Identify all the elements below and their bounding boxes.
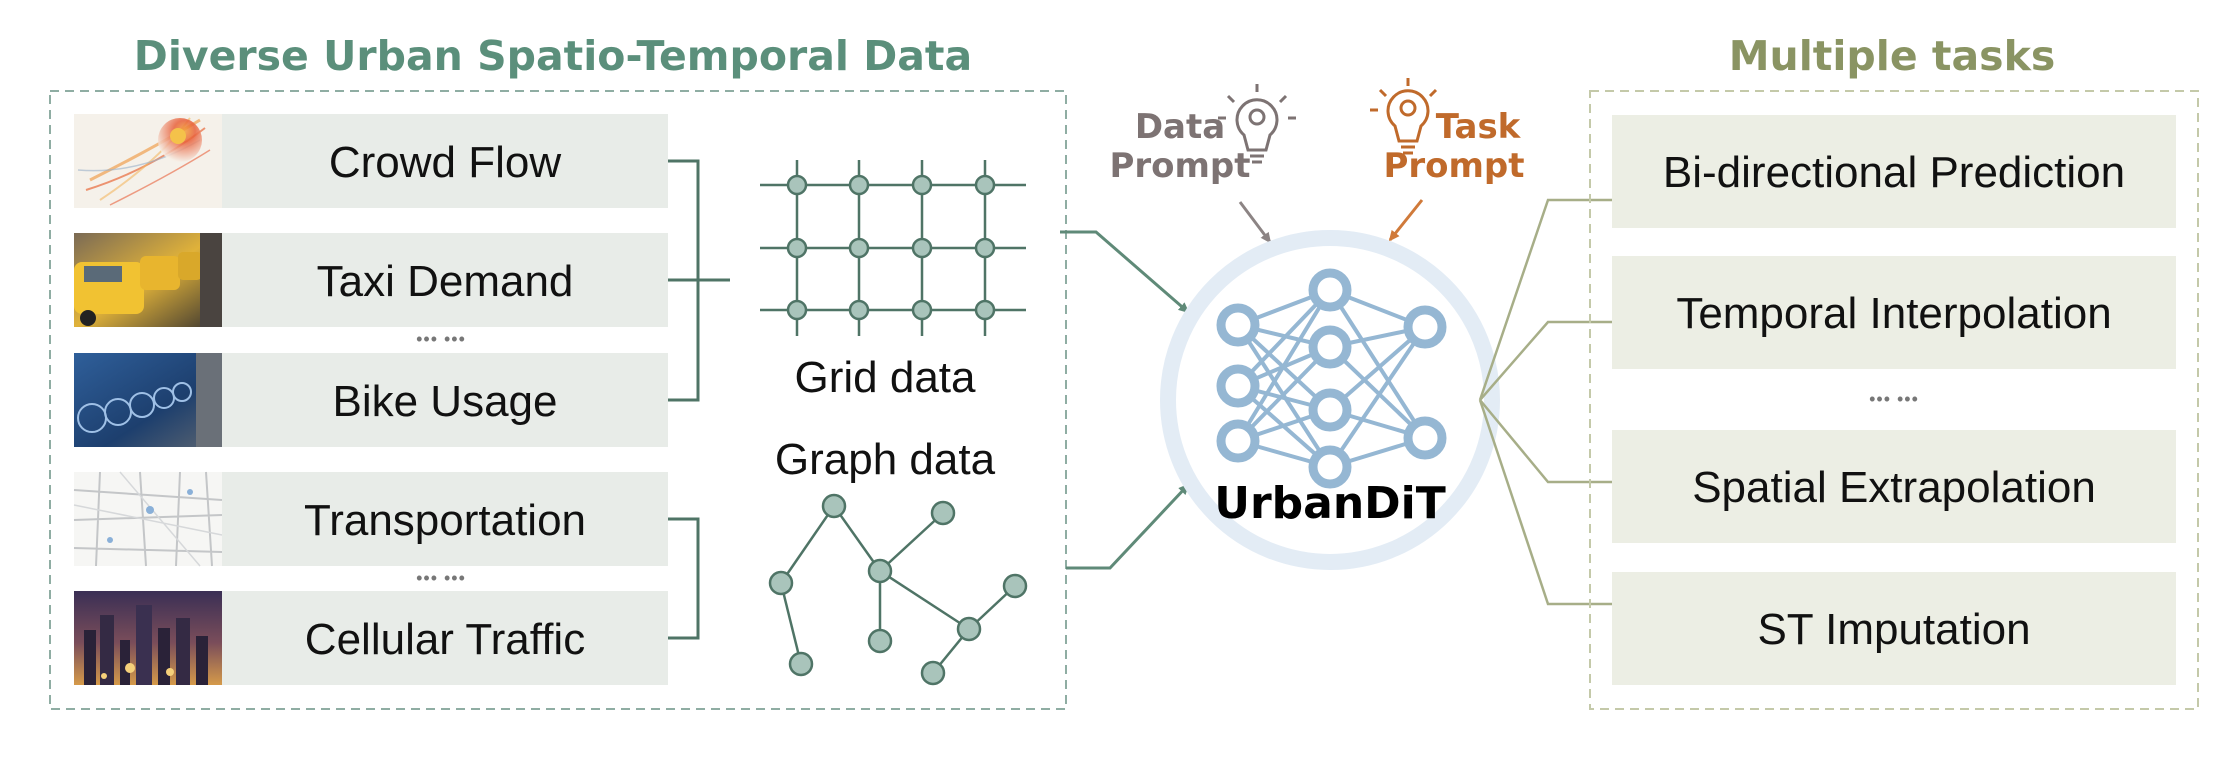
- task-label: ST Imputation: [1757, 605, 2030, 654]
- bike-usage-thumbnail: [74, 353, 222, 447]
- source-box: [222, 591, 668, 685]
- source-label: Bike Usage: [332, 377, 557, 426]
- task-list: Bi-directional Prediction Temporal Inter…: [1612, 115, 2176, 685]
- source-list: Crowd Flow Taxi Demand ••• ••• Bike Usag…: [222, 114, 668, 685]
- source-label: Cellular Traffic: [305, 615, 585, 664]
- cellular-traffic-thumbnail: [74, 591, 222, 685]
- left-panel-title: Diverse Urban Spatio-Temporal Data: [134, 32, 972, 80]
- grid-to-model-arrow: [1060, 230, 1190, 314]
- right-panel-title: Multiple tasks: [1729, 32, 2056, 80]
- source-ellipsis: ••• •••: [416, 329, 466, 349]
- neural-network-icon: [1216, 268, 1447, 489]
- source-box: [222, 472, 668, 566]
- source-box: [222, 353, 668, 447]
- source-ellipsis: ••• •••: [416, 568, 466, 588]
- right-panel-frame: [1589, 90, 2199, 710]
- model-name: UrbanDiT: [1214, 478, 1446, 529]
- source-box: [222, 233, 668, 327]
- source-label: Transportation: [304, 496, 586, 545]
- left-panel-frame: [49, 90, 1067, 710]
- source-box: [222, 114, 668, 208]
- crowd-flow-thumbnail: [74, 114, 222, 208]
- source-label: Taxi Demand: [317, 257, 574, 306]
- task-box: [1612, 572, 2176, 685]
- source-label: Crowd Flow: [329, 138, 561, 187]
- grid-data-label: Grid data: [795, 353, 977, 402]
- task-ellipsis: ••• •••: [1869, 389, 1919, 409]
- graph-data-label: Graph data: [775, 435, 996, 484]
- graph-to-model-arrow: [1066, 483, 1190, 570]
- data-prompt-label-line2: Prompt: [1109, 146, 1250, 186]
- task-label: Spatial Extrapolation: [1692, 463, 2096, 512]
- data-prompt-arrow: [1238, 201, 1272, 244]
- data-prompt-label-line1: Data: [1135, 107, 1225, 147]
- taxi-demand-thumbnail: [74, 233, 222, 327]
- graph-sources-bracket: [668, 517, 700, 640]
- graph-data-icon: [768, 493, 1028, 686]
- grid-data-icon: [760, 160, 1026, 336]
- task-prompt-arrow: [1388, 199, 1424, 242]
- grid-sources-bracket: [668, 159, 730, 402]
- transportation-thumbnail: [73, 471, 223, 567]
- task-prompt-label-line2: Prompt: [1383, 146, 1524, 186]
- task-label: Bi-directional Prediction: [1663, 148, 2125, 197]
- task-prompt-lightbulb-icon: [1370, 78, 1438, 155]
- data-prompt-lightbulb-icon: [1218, 84, 1296, 164]
- task-box: [1612, 430, 2176, 543]
- task-prompt-label-line1: Task: [1436, 107, 1522, 147]
- task-label: Temporal Interpolation: [1676, 289, 2111, 338]
- task-box: [1612, 115, 2176, 228]
- task-box: [1612, 256, 2176, 369]
